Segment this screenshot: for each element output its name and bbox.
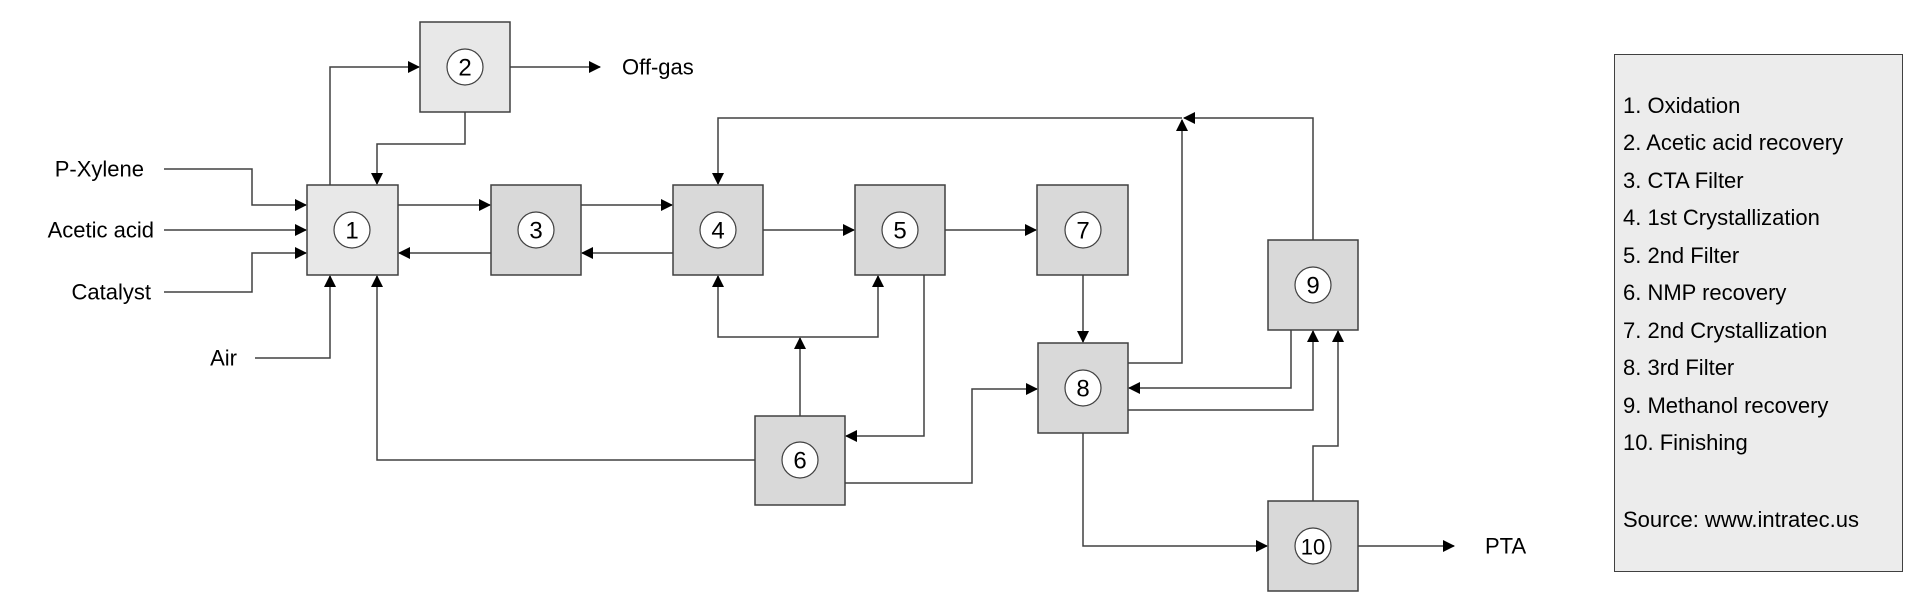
flow-lines	[164, 61, 1455, 552]
unit-box	[419, 21, 511, 113]
unit-number: 1	[345, 218, 358, 245]
legend-item: 6. NMP recovery	[1623, 280, 1787, 305]
unit-7[interactable]: 7	[1036, 184, 1129, 276]
unit-number-circle	[1064, 211, 1102, 249]
unit-number: 4	[711, 218, 724, 245]
legend-item: 3. CTA Filter	[1623, 168, 1744, 193]
legend-item: 7. 2nd Crystallization	[1623, 318, 1828, 343]
unit-box	[1037, 342, 1129, 434]
unit-number: 6	[793, 448, 806, 475]
flow-recycle-to-4	[712, 117, 1182, 185]
legend-item: 5. 2nd Filter	[1623, 243, 1740, 268]
unit-number: 9	[1306, 273, 1319, 300]
flow-pxylene-to-1	[164, 168, 307, 211]
unit-number: 5	[893, 218, 906, 245]
unit-1[interactable]: 1	[306, 184, 399, 276]
stream-label-p-xylene: P-Xylene	[55, 157, 144, 182]
unit-number-circle	[333, 211, 371, 249]
flow-1-to-2	[329, 61, 420, 185]
flow-8-to-10	[1082, 433, 1268, 552]
flow-6-to-1	[371, 275, 755, 461]
legend-item: 2. Acetic acid recovery	[1623, 130, 1844, 155]
legend-item: 9. Methanol recovery	[1623, 393, 1829, 418]
unit-4[interactable]: 4	[672, 184, 764, 276]
flow-6-to-4	[712, 275, 800, 338]
stream-label-air: Air	[210, 346, 237, 371]
stream-label-pta: PTA	[1485, 534, 1526, 559]
flow-6-to-5	[800, 275, 884, 338]
legend-item: 10. Finishing	[1623, 430, 1748, 455]
flow-5-to-6	[845, 275, 925, 442]
legend-box: 1. Oxidation 2. Acetic acid recovery 3. …	[1614, 54, 1903, 572]
unit-6[interactable]: 6	[754, 415, 846, 506]
unit-9[interactable]: 9	[1267, 239, 1359, 331]
unit-number-circle	[1294, 527, 1332, 565]
flow-air-to-1	[255, 275, 336, 359]
flow-10-to-9	[1312, 330, 1344, 501]
flow-8-to-9	[1128, 330, 1319, 411]
flow-9-to-recycle	[1183, 112, 1314, 240]
flow-9-to-8	[1128, 330, 1292, 394]
unit-number-circle	[1064, 369, 1102, 407]
legend-source: Source: www.intratec.us	[1623, 507, 1859, 532]
unit-number: 2	[458, 55, 471, 82]
unit-number: 10	[1301, 535, 1325, 560]
stream-label-off-gas: Off-gas	[622, 55, 694, 80]
unit-number-circle	[781, 441, 819, 479]
unit-number-circle	[881, 211, 919, 249]
unit-number: 3	[529, 218, 542, 245]
unit-number: 7	[1076, 218, 1089, 245]
flow-6-to-8	[845, 383, 1038, 484]
unit-number-circle	[1294, 266, 1332, 304]
flow-8-to-recycle	[1128, 119, 1188, 364]
stream-label-catalyst: Catalyst	[72, 280, 151, 305]
unit-5[interactable]: 5	[854, 184, 946, 276]
legend-item: 1. Oxidation	[1623, 93, 1741, 118]
unit-number-circle	[517, 211, 555, 249]
flow-2-to-1	[371, 112, 466, 185]
unit-number: 8	[1076, 376, 1089, 403]
flow-catalyst-to-1	[164, 247, 307, 293]
unit-3[interactable]: 3	[490, 184, 582, 276]
legend-item: 4. 1st Crystallization	[1623, 205, 1820, 230]
unit-number-circle	[446, 48, 484, 86]
unit-8[interactable]: 8	[1037, 342, 1129, 434]
legend-item: 8. 3rd Filter	[1623, 355, 1735, 380]
unit-10[interactable]: 10	[1267, 500, 1359, 592]
unit-number-circle	[699, 211, 737, 249]
stream-label-acetic-acid: Acetic acid	[48, 218, 154, 243]
unit-2[interactable]: 2	[419, 21, 511, 113]
